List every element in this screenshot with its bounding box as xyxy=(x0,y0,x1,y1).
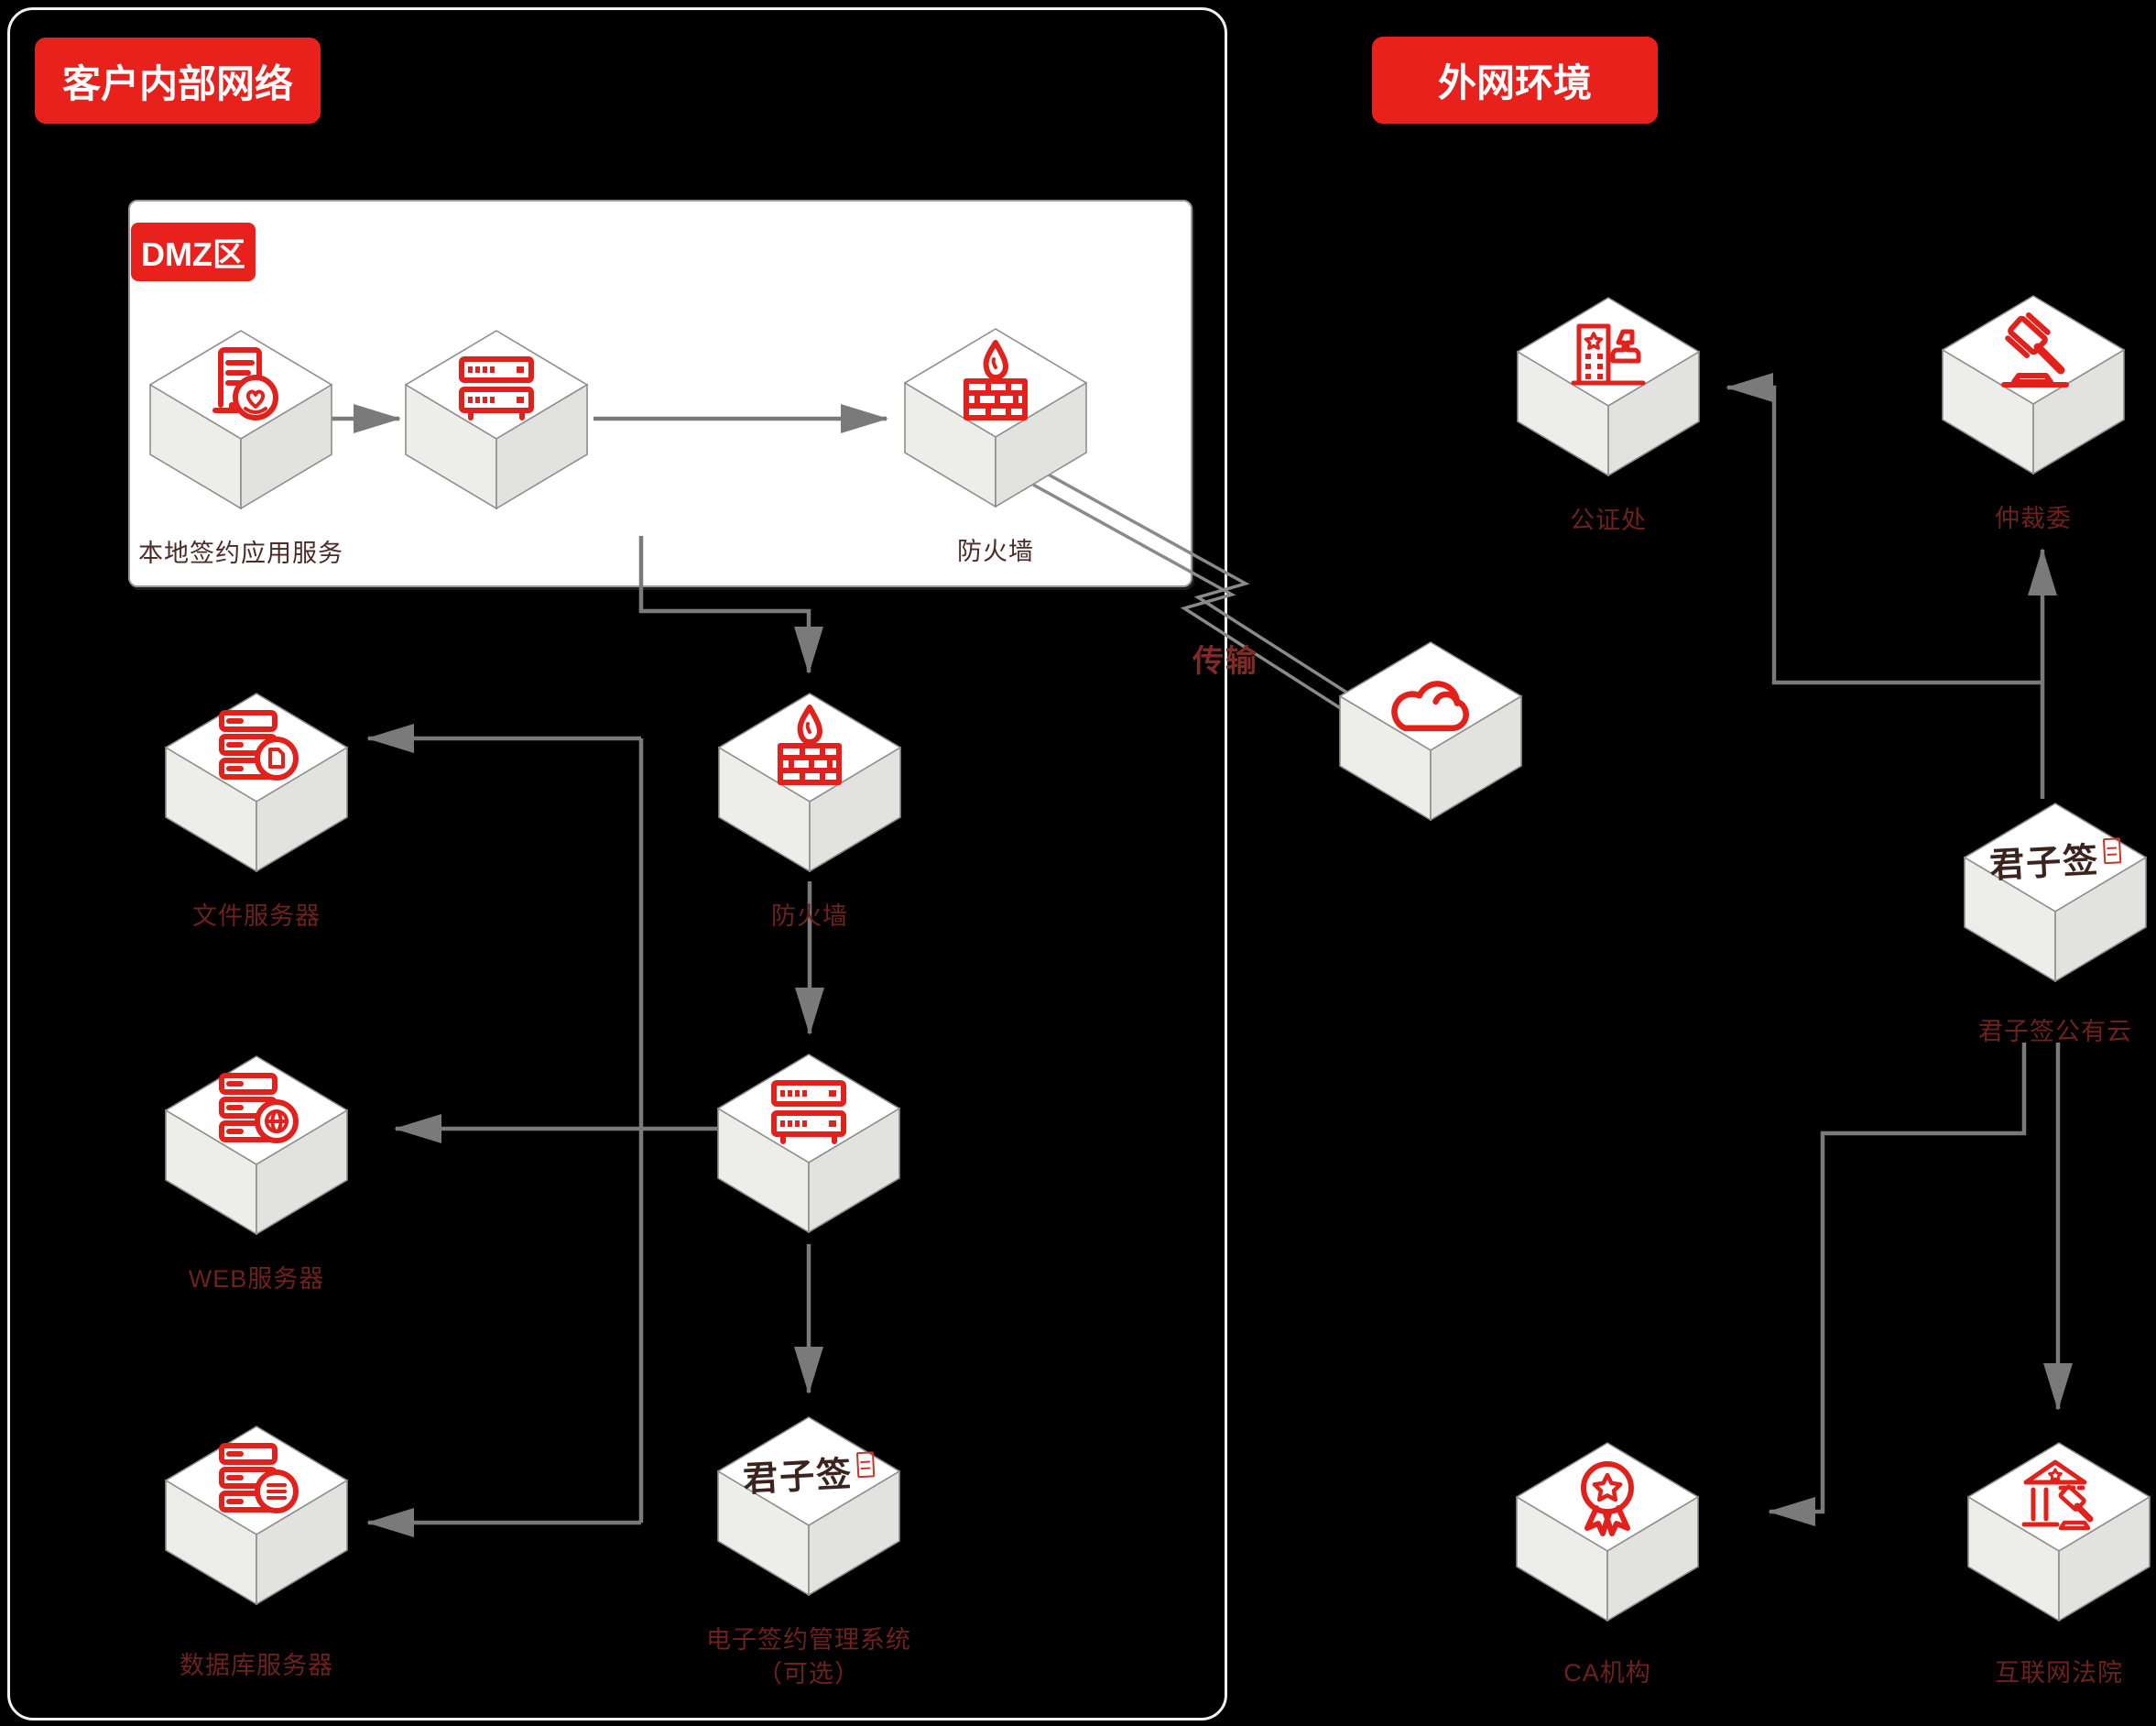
transfer-label: 传输 xyxy=(1192,644,1258,679)
connector-dmz-to-firewall2 xyxy=(638,536,823,674)
node-label: 本地签约应用服务 xyxy=(138,540,343,567)
node-label: 君子签公有云 xyxy=(1978,1018,2132,1045)
node-cloud-transfer xyxy=(1339,641,1522,821)
node-junzi-cloud: 君子签君子签公有云 xyxy=(1964,803,2147,1045)
node-label: 仲裁委 xyxy=(1995,505,2072,532)
node-label: 公证处 xyxy=(1570,507,1647,534)
node-file-server: 文件服务器 xyxy=(165,693,348,930)
node-label: 防火墙 xyxy=(957,538,1034,565)
node-db-server: 数据库服务器 xyxy=(165,1426,348,1679)
node-firewall-2: 防火墙 xyxy=(718,693,901,930)
node-label: WEB服务器 xyxy=(188,1265,325,1293)
node-internet-court: 互联网法院 xyxy=(1967,1442,2151,1687)
node-label: 文件服务器 xyxy=(192,902,321,930)
node-notary: 公证处 xyxy=(1517,297,1700,534)
connector-junzi-to-notary xyxy=(1726,373,2042,685)
junzi-seal-icon xyxy=(855,1451,876,1479)
node-dmz-firewall: 防火墙 xyxy=(904,328,1087,565)
court-icon xyxy=(2013,1451,2105,1543)
firewall-icon xyxy=(950,337,1041,429)
node-server-2 xyxy=(717,1054,900,1233)
node-label: 电子签约管理系统 xyxy=(706,1626,911,1654)
node-dmz-server xyxy=(405,330,588,509)
connector-transfer-link-b xyxy=(1032,483,1343,711)
connector-junzi-to-ca xyxy=(1768,1043,2027,1526)
notary-icon xyxy=(1563,306,1654,398)
node-label: 互联网法院 xyxy=(1995,1659,2123,1687)
server-rack-icon xyxy=(763,1063,855,1154)
junzi-logo-icon: 君子签 xyxy=(1970,829,2141,889)
node-label: 数据库服务器 xyxy=(180,1652,333,1679)
internal-network-banner: 客户内部网络 xyxy=(35,38,321,124)
node-sublabel: （可选） xyxy=(757,1660,860,1688)
firewall-icon xyxy=(764,702,855,793)
node-label: CA机构 xyxy=(1563,1659,1651,1687)
node-web-server: WEB服务器 xyxy=(165,1055,348,1293)
gavel-icon xyxy=(1987,304,2079,396)
internal-network-container xyxy=(7,7,1227,1721)
server-web-icon xyxy=(211,1065,302,1156)
junzi-logo-icon: 君子签 xyxy=(724,1443,895,1502)
medal-icon xyxy=(1562,1451,1653,1543)
node-label: 防火墙 xyxy=(771,902,848,930)
cloud-icon xyxy=(1376,661,1486,738)
server-file-icon xyxy=(211,702,302,793)
server-db-icon xyxy=(211,1435,302,1526)
node-ca-org: CA机构 xyxy=(1516,1442,1699,1687)
dmz-banner: DMZ区 xyxy=(131,223,256,281)
node-esign-system: 君子签电子签约管理系统 （可选） xyxy=(706,1416,910,1688)
external-network-banner: 外网环境 xyxy=(1372,37,1658,124)
server-rack-icon xyxy=(451,339,542,431)
node-arbitration: 仲裁委 xyxy=(1942,295,2125,532)
doc-service-icon xyxy=(195,339,287,431)
junzi-seal-icon xyxy=(2102,837,2122,865)
node-local-sign-app: 本地签约应用服务 xyxy=(138,330,343,567)
